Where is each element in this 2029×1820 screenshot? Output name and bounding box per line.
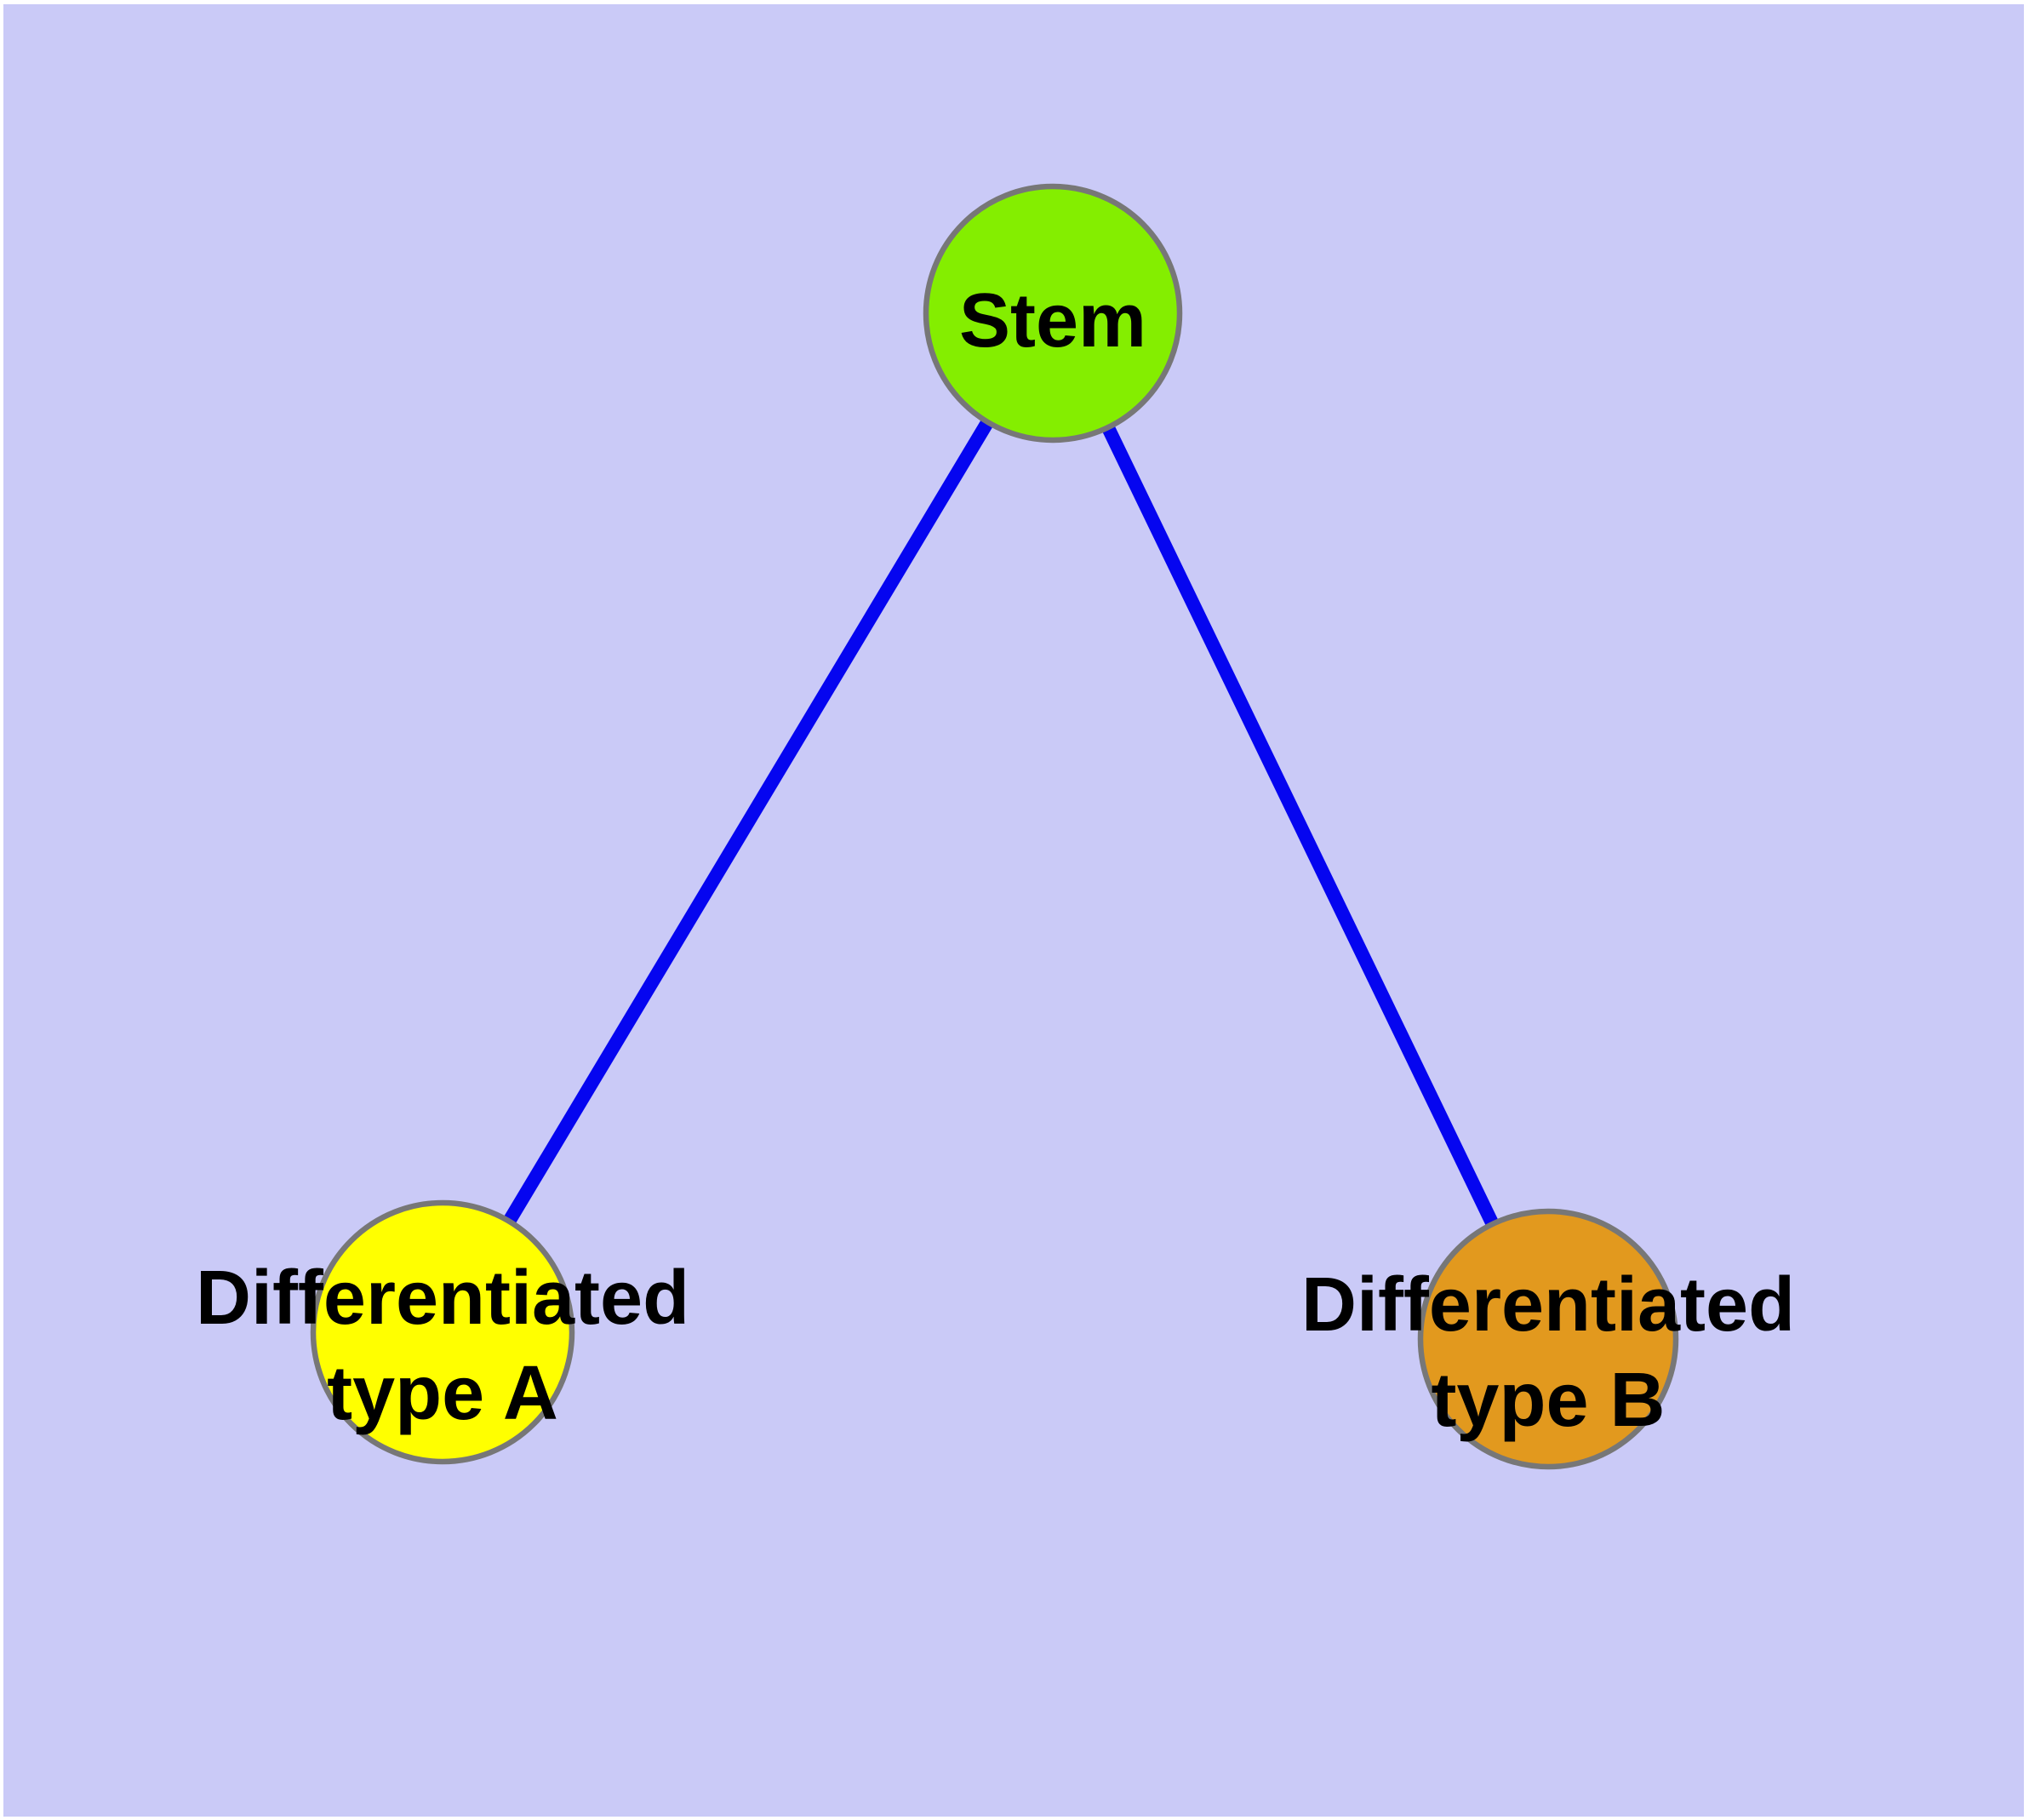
node-type-b-label-line1: Differentiated [1300, 1262, 1796, 1348]
node-stem-circle [923, 183, 1183, 444]
node-type-a-circle [310, 1199, 575, 1465]
edge-stem-to-type-a [437, 309, 1059, 1336]
node-type-a-label-line1: Differentiated [195, 1256, 690, 1341]
node-stem-label: Stem [958, 278, 1147, 363]
edge-stem-to-type-b [1046, 310, 1555, 1342]
node-type-a-label-line2: type A [327, 1351, 558, 1436]
node-type-a-label: Differentiated type A [196, 1251, 689, 1441]
node-type-b-circle [1417, 1208, 1679, 1470]
node-type-b-label: Differentiated type B [1301, 1257, 1795, 1448]
node-type-b-label-line2: type B [1431, 1358, 1666, 1443]
